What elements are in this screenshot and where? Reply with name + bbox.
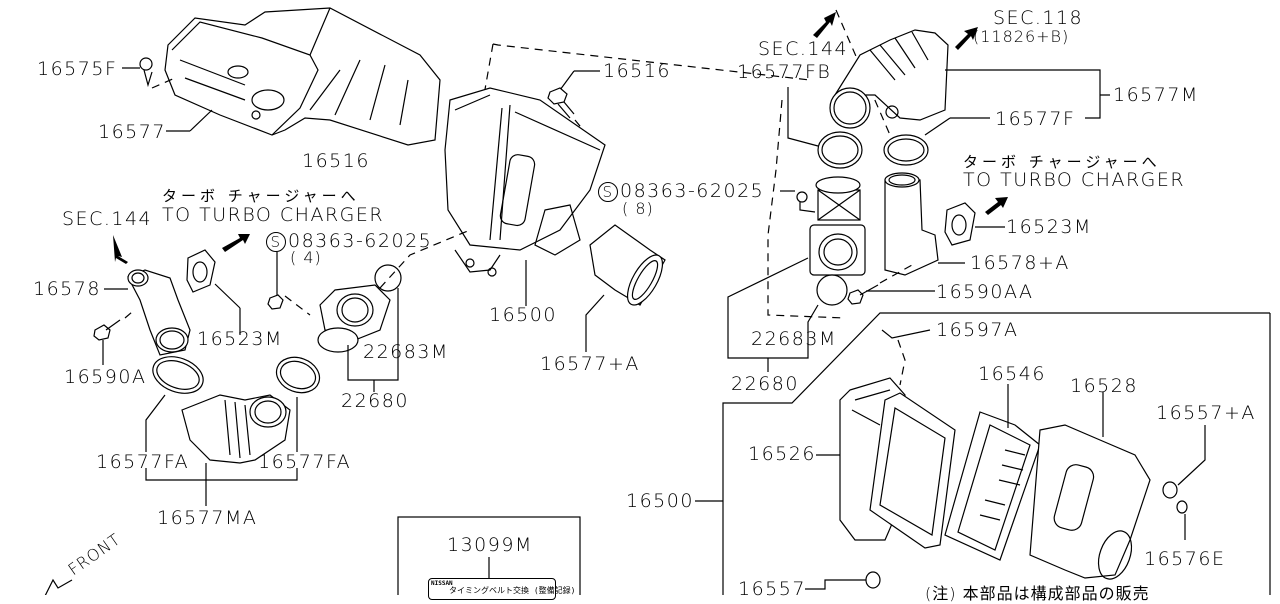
part-label-16523M-left[interactable]: 16523M — [197, 328, 283, 350]
bolt-08363-left — [267, 252, 311, 316]
part-label-16577A[interactable]: 16577+A — [540, 353, 640, 375]
part-label-22683M-right[interactable]: 22683M — [751, 328, 837, 350]
part-label-16576E[interactable]: 16576E — [1144, 548, 1226, 570]
sensor-16597A — [881, 329, 931, 386]
part-label-16577F[interactable]: 16577F — [995, 108, 1076, 130]
note-turbo-jp-left: ターボ チャージャーへ — [162, 187, 360, 205]
part-label-16577FA-right[interactable]: 16577FA — [258, 451, 352, 473]
inlet-16577A — [589, 224, 666, 306]
part-label-16500-center[interactable]: 16500 — [489, 304, 557, 326]
standard-part-s-icon: S — [598, 182, 618, 202]
duct-16577M — [829, 29, 949, 129]
part-label-16577FA-left[interactable]: 16577FA — [96, 451, 190, 473]
air-cleaner-16500-center — [444, 87, 606, 277]
bolt-number: 08363-62025 — [620, 180, 765, 202]
standard-part-s-icon: S — [266, 232, 286, 252]
grommet-16557A — [1162, 425, 1206, 540]
grommet-16557 — [805, 571, 881, 590]
air-duct-16577 — [164, 7, 441, 146]
gasket-16523M-left — [186, 249, 241, 335]
part-label-16577M[interactable]: 16577M — [1113, 84, 1199, 106]
section-ref-sec144-left[interactable]: SEC.144 — [62, 208, 153, 230]
mass-airflow-22680-right — [809, 176, 866, 276]
part-label-16597A[interactable]: 16597A — [936, 319, 1019, 341]
section-ref-sec118[interactable]: SEC.118 — [993, 7, 1084, 29]
bolt-qty-center: ( 8) — [622, 199, 654, 218]
part-label-16546[interactable]: 16546 — [978, 363, 1046, 385]
bottom-note: (注) 本部品は構成部品の販売 — [925, 584, 1150, 603]
timing-belt-label-sticker: NISSAN タイミングベルト交換 (整備記録) — [428, 578, 575, 600]
hose-16577MA — [181, 394, 291, 464]
part-label-16526[interactable]: 16526 — [748, 443, 816, 465]
part-label-16590AA[interactable]: 16590AA — [936, 281, 1034, 303]
part-label-16516-lower[interactable]: 16516 — [302, 150, 370, 172]
clip-16575F — [122, 57, 176, 89]
pipe-16578A — [884, 172, 939, 276]
gasket-16523M-right — [944, 202, 1005, 246]
part-label-16577MA[interactable]: 16577MA — [157, 507, 258, 529]
part-label-22680-right[interactable]: 22680 — [731, 373, 799, 395]
note-turbo-en-right: TO TURBO CHARGER — [963, 169, 1186, 191]
part-label-16575F[interactable]: 16575F — [37, 58, 118, 80]
section-ref-sec118-sub: (11826+B) — [973, 27, 1070, 46]
part-label-16500-right[interactable]: 16500 — [626, 490, 694, 512]
bolt-16590AA — [847, 264, 935, 305]
part-label-16523M-right[interactable]: 16523M — [1006, 216, 1092, 238]
frame — [869, 392, 956, 549]
sticker-text: タイミングベルト交換 (整備記録) — [449, 586, 576, 595]
pipe-16578 — [127, 269, 191, 356]
part-label-16557[interactable]: 16557 — [738, 578, 806, 600]
part-label-16516-upper[interactable]: 16516 — [603, 60, 671, 82]
part-label-16578[interactable]: 16578 — [33, 278, 101, 300]
part-label-16577[interactable]: 16577 — [98, 121, 166, 143]
bolt-16590A — [93, 311, 133, 365]
part-label-22680-left[interactable]: 22680 — [341, 390, 409, 412]
part-label-16590A[interactable]: 16590A — [64, 366, 147, 388]
bolt-qty-left: ( 4) — [290, 248, 322, 267]
note-turbo-jp-right: ターボ チャージャーへ — [963, 153, 1161, 171]
housing-16528 — [1029, 424, 1151, 580]
part-label-13099M[interactable]: 13099M — [447, 534, 533, 556]
sticker-brand: NISSAN — [431, 580, 453, 587]
part-label-16557A[interactable]: 16557+A — [1156, 402, 1256, 424]
part-label-22683M-left[interactable]: 22683M — [363, 341, 449, 363]
section-ref-sec144-right[interactable]: SEC.144 — [758, 38, 849, 60]
filter-16546 — [944, 411, 1041, 561]
bolt-08363-right — [780, 190, 816, 213]
part-label-16578A[interactable]: 16578+A — [970, 252, 1070, 274]
bolt-number: 08363-62025 — [288, 230, 433, 252]
part-label-16528[interactable]: 16528 — [1070, 375, 1138, 397]
part-label-16577FB[interactable]: 16577FB — [737, 61, 832, 83]
note-turbo-en-left: TO TURBO CHARGER — [162, 204, 385, 226]
